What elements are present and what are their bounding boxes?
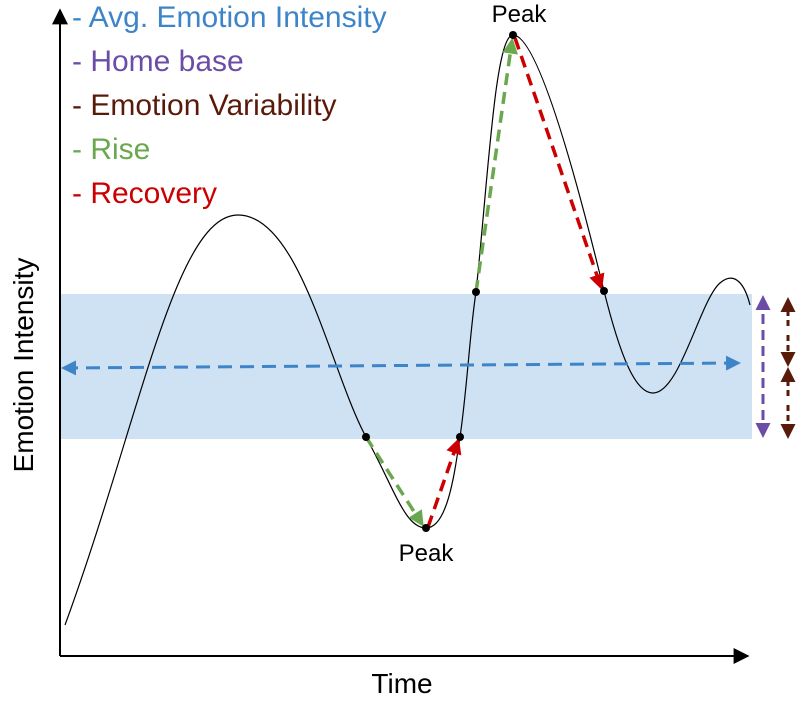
average-intensity-arrow: [61, 355, 741, 376]
rise-arrow-descent: [364, 436, 424, 527]
recovery-arrow-from-high-peak: [513, 37, 605, 290]
x-axis-label: Time: [371, 668, 432, 699]
point-upper-boundary-right: [600, 287, 608, 295]
recovery-arrow-from-low-peak: [426, 438, 462, 528]
legend-home-base: - Home base: [72, 45, 244, 78]
legend-avg-intensity: - Avg. Emotion Intensity: [72, 1, 387, 34]
point-low-peak: [422, 524, 430, 532]
rise-arrow-ascent: [474, 37, 519, 293]
point-high-peak: [509, 31, 517, 39]
emotion-curve: [64, 34, 751, 626]
legend: - Avg. Emotion Intensity - Home base - E…: [72, 1, 387, 210]
y-axis-label: Emotion Intensity: [8, 258, 39, 473]
point-lower-boundary-left: [362, 433, 370, 441]
legend-recovery: - Recovery: [72, 177, 217, 210]
point-upper-boundary-left: [472, 288, 480, 296]
legend-emotion-variability: - Emotion Variability: [72, 89, 337, 122]
peak-label-top: Peak: [492, 1, 548, 28]
point-lower-boundary-right: [456, 433, 464, 441]
peak-label-bottom: Peak: [399, 540, 455, 567]
legend-rise: - Rise: [72, 133, 150, 166]
